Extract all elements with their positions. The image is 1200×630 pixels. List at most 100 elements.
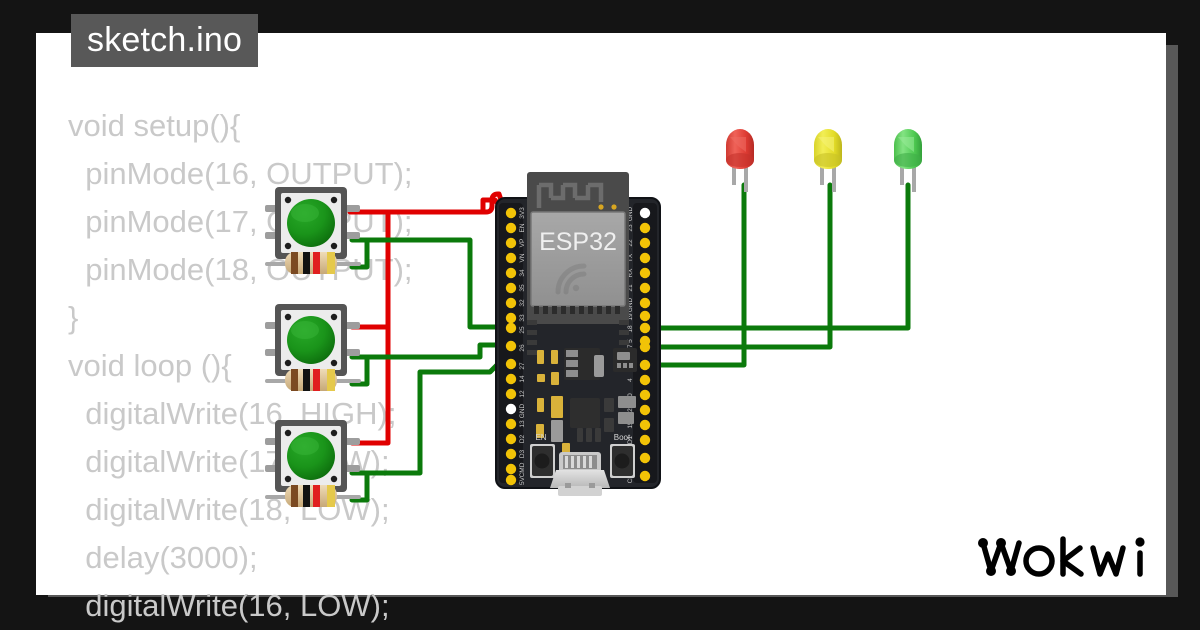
svg-text:CMD: CMD xyxy=(519,462,526,477)
resistor-band-brown xyxy=(291,369,298,391)
pin-18[interactable] xyxy=(639,322,651,334)
button-cap[interactable] xyxy=(287,316,335,364)
pin-d2[interactable] xyxy=(505,433,517,445)
svg-text:17: 17 xyxy=(627,344,634,352)
led-green[interactable] xyxy=(894,129,922,192)
wire-btn1-signal[interactable] xyxy=(349,237,370,270)
led-red[interactable] xyxy=(726,129,754,192)
pin-cmd[interactable] xyxy=(505,463,517,475)
pin-d1[interactable] xyxy=(639,434,651,446)
led-yellow[interactable] xyxy=(814,129,842,192)
pin-en[interactable] xyxy=(505,222,517,234)
wire-btn1-to-board[interactable] xyxy=(364,237,508,330)
pin-3v3[interactable] xyxy=(505,207,517,219)
button-corner-screw xyxy=(330,242,338,250)
button-corner-screw xyxy=(330,475,338,483)
pushbutton-2[interactable] xyxy=(265,304,360,376)
pin-d0[interactable] xyxy=(639,452,651,464)
pin-5v[interactable] xyxy=(505,474,517,486)
wire-btn2-signal[interactable] xyxy=(349,354,370,387)
pin-27[interactable] xyxy=(505,358,517,370)
pushbutton-3[interactable] xyxy=(265,420,360,492)
pin-23[interactable] xyxy=(639,222,651,234)
wire-pin18-to-green-led[interactable] xyxy=(652,182,911,331)
pin-4[interactable] xyxy=(639,374,651,386)
pin-19[interactable] xyxy=(639,310,651,322)
svg-text:GND: GND xyxy=(519,403,526,418)
pin-clk[interactable] xyxy=(639,470,651,482)
pin-17[interactable] xyxy=(639,341,651,353)
svg-text:VN: VN xyxy=(519,253,526,262)
svg-text:5: 5 xyxy=(627,339,634,343)
pin-15[interactable] xyxy=(639,419,651,431)
button-corner-screw xyxy=(330,196,338,204)
wire-btn3-signal[interactable] xyxy=(349,470,370,503)
board-button-label-en: EN xyxy=(535,433,546,442)
svg-text:15: 15 xyxy=(627,421,634,429)
esp32-module: ESP32 xyxy=(527,172,629,355)
pin-21[interactable] xyxy=(639,282,651,294)
resistor-2[interactable] xyxy=(265,369,361,391)
esp32-board[interactable]: 3V3 EN VP VN 34 35 32 33 25 26 27 14 12 … xyxy=(495,172,661,496)
wire-power-top[interactable] xyxy=(347,197,508,216)
board-left-pins[interactable] xyxy=(505,207,517,486)
resistor-band-red xyxy=(313,485,320,507)
pin-gnd-left[interactable] xyxy=(505,403,517,415)
pin-vn[interactable] xyxy=(505,252,517,264)
svg-text:34: 34 xyxy=(519,269,526,277)
svg-text:18: 18 xyxy=(627,325,634,333)
pin-26[interactable] xyxy=(505,340,517,352)
svg-text:35: 35 xyxy=(519,284,526,292)
board-tact-buttons[interactable]: EN Boot xyxy=(530,428,635,478)
wire-power-bus-lower[interactable] xyxy=(349,324,391,446)
board-right-pins[interactable] xyxy=(639,207,651,482)
pin-d3[interactable] xyxy=(505,448,517,460)
pin-0[interactable] xyxy=(639,389,651,401)
pin-12[interactable] xyxy=(505,388,517,400)
pin-gnd-right-2[interactable] xyxy=(639,297,651,309)
resistor-3[interactable] xyxy=(265,485,361,507)
resistor-band-red xyxy=(313,369,320,391)
svg-text:2: 2 xyxy=(627,408,634,412)
pin-tx[interactable] xyxy=(639,252,651,264)
button-corner-screw xyxy=(284,313,292,321)
svg-text:25: 25 xyxy=(519,326,526,334)
pin-13[interactable] xyxy=(505,418,517,430)
svg-text:33: 33 xyxy=(519,314,526,322)
pin-34[interactable] xyxy=(505,267,517,279)
button-cap[interactable] xyxy=(287,199,335,247)
resistor-band-gold xyxy=(327,252,335,274)
pin-rx[interactable] xyxy=(639,267,651,279)
pin-14[interactable] xyxy=(505,373,517,385)
svg-text:RX: RX xyxy=(627,268,634,278)
pin-2[interactable] xyxy=(639,404,651,416)
pin-16[interactable] xyxy=(639,359,651,371)
svg-text:TX: TX xyxy=(627,253,634,262)
button-cap[interactable] xyxy=(287,432,335,480)
pin-vp[interactable] xyxy=(505,237,517,249)
wire-pin17-to-yellow-led[interactable] xyxy=(652,182,833,350)
button-corner-screw xyxy=(330,313,338,321)
wire-pin16-to-red-led[interactable] xyxy=(652,182,747,368)
board-left-pin-labels: 3V3 EN VP VN 34 35 32 33 25 26 27 14 12 … xyxy=(519,207,526,485)
svg-text:GND: GND xyxy=(627,297,634,312)
svg-text:23: 23 xyxy=(627,224,634,232)
resistor-band-gold xyxy=(327,485,335,507)
svg-text:32: 32 xyxy=(519,299,526,307)
resistor-1[interactable] xyxy=(265,252,361,274)
svg-text:4: 4 xyxy=(627,378,634,382)
pin-32[interactable] xyxy=(505,297,517,309)
svg-text:D3: D3 xyxy=(519,449,526,458)
svg-text:21: 21 xyxy=(627,284,634,292)
button-corner-screw xyxy=(284,475,292,483)
pin-gnd-right[interactable] xyxy=(639,207,651,219)
pin-35[interactable] xyxy=(505,282,517,294)
pin-25[interactable] xyxy=(505,322,517,334)
file-tab-sketch-ino[interactable]: sketch.ino xyxy=(71,14,259,67)
svg-text:14: 14 xyxy=(519,375,526,383)
pin-22[interactable] xyxy=(639,237,651,249)
svg-text:0: 0 xyxy=(627,393,634,397)
pin-33[interactable] xyxy=(505,312,517,324)
pushbutton-1[interactable] xyxy=(265,187,360,259)
